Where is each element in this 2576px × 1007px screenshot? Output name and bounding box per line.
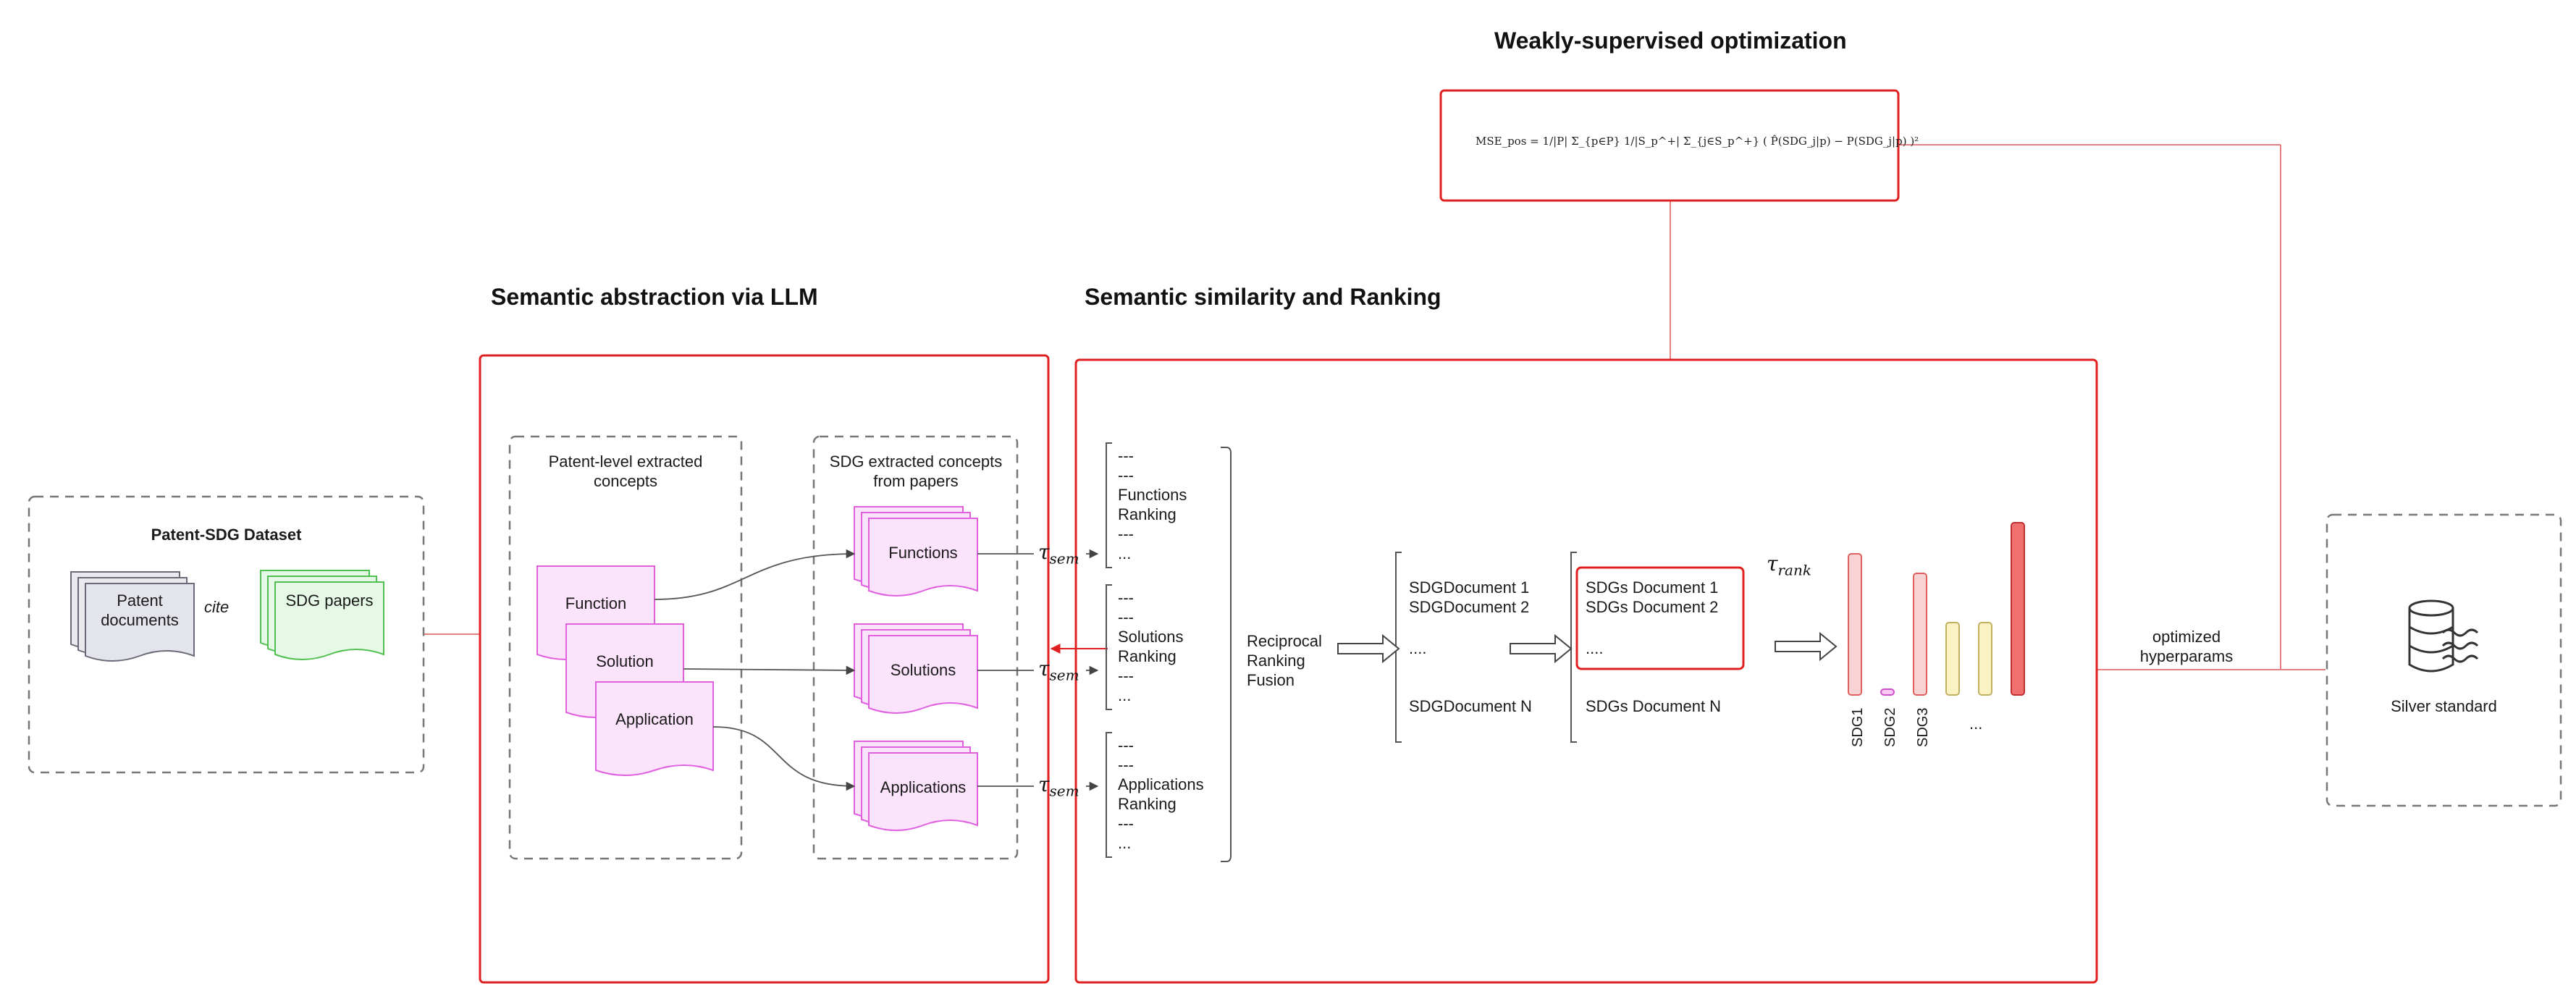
bar-sdg6 (2011, 522, 2025, 696)
silver-standard-label: Silver standard (2391, 697, 2497, 715)
sdg-panel-title: SDG extracted concepts from papers (829, 452, 1003, 490)
sdg-document-list: SDGDocument 1 SDGDocument 2 (1409, 578, 1530, 616)
tau-sem-label-solutions: τsem (1038, 657, 1079, 684)
sdgs-document-dots: .... (1586, 639, 1604, 657)
application-label: Application (615, 710, 694, 728)
solutions-label: Solutions (890, 661, 956, 679)
sdg-panel (812, 435, 1019, 860)
bar-sdg5 (1978, 622, 1992, 696)
solution-label: Solution (596, 652, 654, 670)
applications-ranking-list: --- --- Applications Ranking --- ... (1118, 736, 1204, 852)
sdg-score-bars (1848, 522, 2025, 696)
silver-standard-box (2325, 513, 2562, 807)
patent-panel (508, 435, 743, 860)
solutions-ranking-list: --- --- Solutions Ranking --- ... (1118, 589, 1184, 704)
ranking-brackets (1106, 442, 1577, 862)
weakly-supervised-title: Weakly-supervised optimization (1494, 28, 1847, 54)
tau-sem-label-applications: τsem (1038, 772, 1079, 800)
concept-connectors (654, 549, 856, 791)
sdgs-document-n: SDGs Document N (1586, 697, 1722, 715)
sdgs-document-list: SDGs Document 1 SDGs Document 2 (1586, 578, 1719, 616)
tau-sem-label-functions: τsem (1038, 540, 1079, 568)
semantic-similarity-title: Semantic similarity and Ranking (1085, 284, 1441, 310)
tau-sem-arrows (977, 549, 1099, 791)
mse-formula: MSE_pos = 1/|P| Σ_{p∈P} 1/|S_p^+| Σ_{j∈S… (1476, 135, 1919, 148)
red-connectors (424, 144, 2325, 670)
semantic-abstraction-title: Semantic abstraction via LLM (491, 284, 818, 310)
applications-label: Applications (880, 778, 967, 796)
functions-label: Functions (888, 544, 958, 562)
arrow-icon (1337, 631, 1838, 664)
cite-label: cite (204, 598, 230, 616)
sdgs-highlight-box (1575, 566, 1745, 670)
sdg-document-n: SDGDocument N (1409, 697, 1532, 715)
abstraction-box (479, 354, 1050, 984)
bar-ellipsis: ... (1969, 715, 1983, 733)
database-icon (2408, 599, 2479, 673)
tau-rank-label: τrank (1767, 552, 1811, 579)
functions-ranking-list: --- --- Functions Ranking --- ... (1118, 447, 1187, 563)
sdg-concept-stacks (854, 506, 978, 831)
optimized-hyperparams-label: optimized hyperparams (2139, 628, 2234, 665)
sdg-document-dots: .... (1409, 639, 1427, 657)
ranking-box (1074, 358, 2098, 984)
patent-documents-label: Patent documents (101, 591, 179, 629)
bar-label-sdg1: SDG1 (1850, 707, 1866, 747)
patent-concept-docs (536, 565, 714, 776)
reciprocal-ranking-fusion-label: Reciprocal Ranking Fusion (1247, 632, 1322, 689)
dataset-title: Patent-SDG Dataset (151, 526, 302, 544)
bar-label-sdg2: SDG2 (1882, 707, 1898, 747)
sdg-papers-label: SDG papers (285, 591, 374, 610)
dataset-box (28, 495, 425, 774)
bar-label-sdg3: SDG3 (1915, 707, 1931, 747)
function-label: Function (565, 594, 627, 612)
patent-panel-title: Patent-level extracted concepts (548, 452, 703, 490)
formula-box (1439, 89, 1900, 202)
bar-sdg4 (1945, 622, 1960, 696)
document-stack-icon (70, 571, 195, 662)
bar-sdg3 (1913, 573, 1927, 696)
document-stack-icon (260, 570, 384, 660)
bar-sdg1 (1848, 553, 1862, 696)
bar-sdg2 (1880, 688, 1895, 696)
